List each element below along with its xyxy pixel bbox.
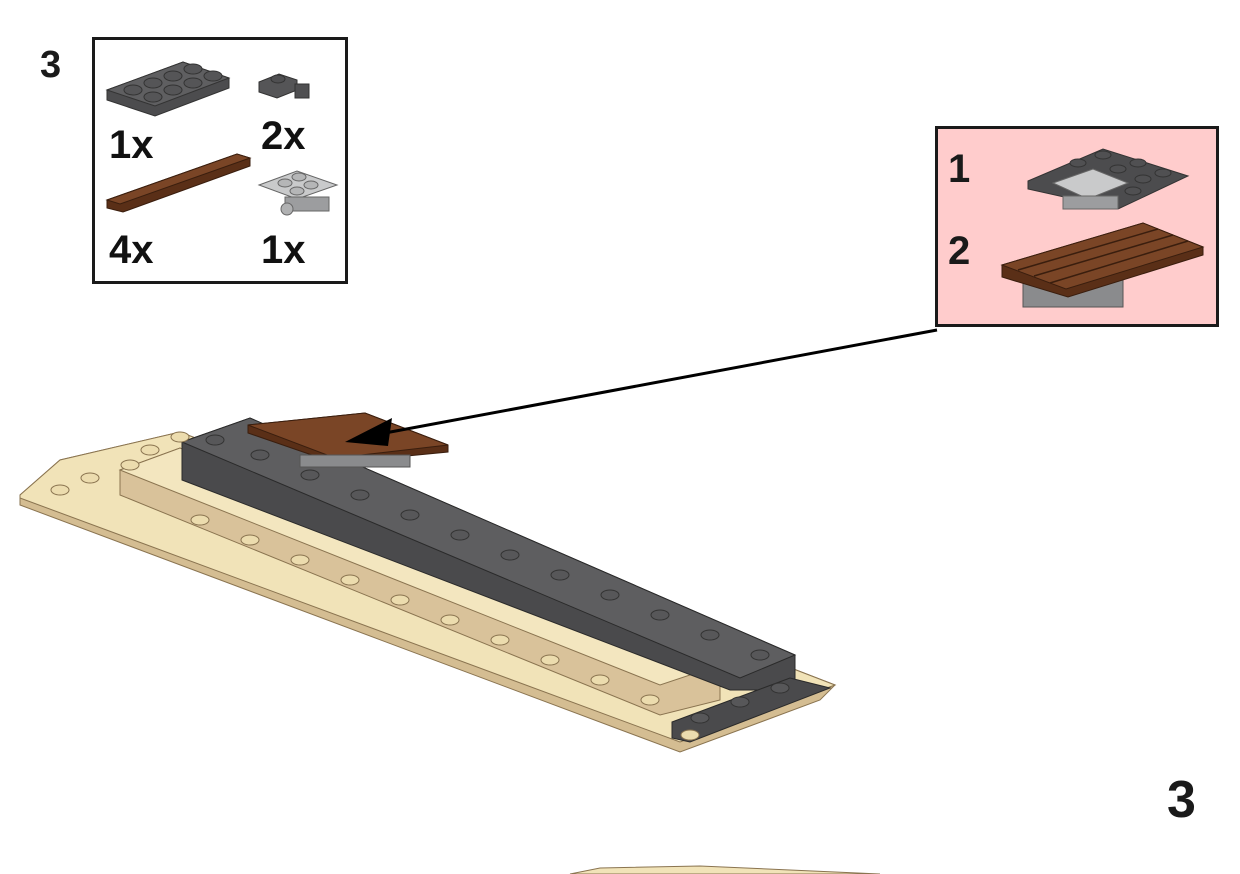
tan-studs [50,431,700,741]
part-qty-tile: 4x [109,228,154,272]
sub-step-1-assembly-icon [1027,148,1190,210]
sub-step-2-assembly-icon [1000,222,1205,308]
part-qty-hinge: 1x [261,228,306,272]
sub-assembly-callout: 1 2 [935,126,1219,327]
next-page-model-preview [569,865,881,874]
tile-1x6-icon [105,153,252,213]
hinge-plate-icon [257,170,339,216]
plate-clip-icon [258,73,310,99]
part-qty-plate-2x4: 1x [109,123,154,167]
sub-step-2-number: 2 [948,229,971,273]
placement-arrow [384,328,938,435]
sub-step-1-number: 1 [948,147,971,191]
part-qty-clip: 2x [261,114,306,158]
gray-studs [205,434,790,724]
plate-2x4-icon [105,61,231,117]
arrow-head-icon [345,418,392,446]
step-number: 3 [40,44,62,86]
parts-list-box: 1x 2x 4x 1x [92,37,348,284]
page-number: 3 [1167,771,1196,829]
